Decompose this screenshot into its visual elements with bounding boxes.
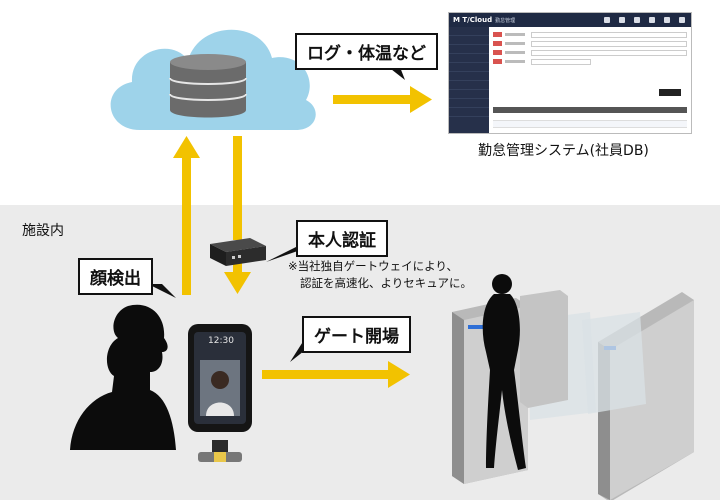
gateway-note-line2: 認証を高速化、よりセキュアに。: [300, 276, 473, 290]
arrow-to-gate: [262, 361, 410, 388]
facility-label: 施設内: [22, 223, 64, 239]
gateway-note-line1: ※当社独自ゲートウェイにより、: [288, 259, 458, 273]
screenshot-logo: M T/Cloud: [453, 16, 493, 24]
screenshot-sidebar: [449, 27, 489, 133]
screenshot-form: [493, 31, 687, 133]
gateway-note: ※当社独自ゲートウェイにより、 認証を高速化、よりセキュアに。: [288, 258, 472, 292]
callout-gate-open: ゲート開場: [302, 316, 411, 353]
callout-face-detection: 顔検出: [78, 258, 153, 295]
attendance-system-caption: 勤怠管理システム(社員DB): [478, 143, 649, 159]
callout-log-temperature: ログ・体温など: [295, 33, 438, 70]
security-gate-right-icon: [520, 290, 694, 500]
walking-person-silhouette-icon: [482, 274, 526, 470]
arrow-to-system: [333, 86, 432, 113]
database-icon: [169, 54, 247, 118]
screenshot-table: [493, 107, 687, 133]
arrow-up-to-cloud: [173, 136, 200, 295]
screenshot-header: M T/Cloud 勤怠管理: [449, 13, 691, 27]
callout-identity-auth: 本人認証: [296, 220, 388, 257]
face-terminal-icon: [188, 324, 252, 462]
person-silhouette-icon: [70, 304, 176, 450]
arrow-down-to-gateway: [233, 136, 242, 240]
gateway-device-icon: [210, 238, 266, 266]
callout-tail: [148, 284, 176, 298]
device-clock: 12:30: [208, 336, 234, 346]
screenshot-toolbar: [604, 17, 691, 23]
screenshot-logo-sub: 勤怠管理: [495, 17, 516, 24]
arrow-down-to-device: [224, 262, 251, 294]
attendance-system-screenshot: M T/Cloud 勤怠管理: [448, 12, 692, 134]
